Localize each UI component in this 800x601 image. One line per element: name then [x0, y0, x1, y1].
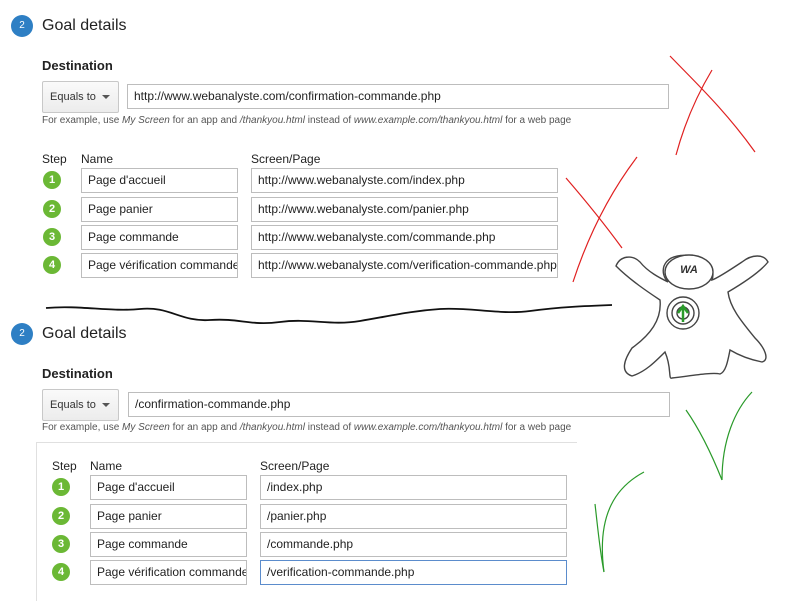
step-number-badge: 3 — [52, 535, 70, 553]
step-number-badge: 4 — [43, 256, 61, 274]
step-name-input[interactable]: Page vérification commande — [81, 253, 238, 278]
step-number-badge: 2 — [43, 200, 61, 218]
step-screen-input[interactable]: http://www.webanalyste.com/verification-… — [251, 253, 558, 278]
mascot-label: WA — [680, 264, 698, 276]
green-check-icon — [685, 391, 753, 481]
step-name-input[interactable]: Page panier — [90, 504, 247, 529]
step-name-input[interactable]: Page panier — [81, 197, 238, 222]
match-type-select[interactable]: Equals to — [42, 81, 119, 113]
step-screen-input[interactable]: http://www.webanalyste.com/index.php — [251, 168, 558, 193]
step-number-badge: 2 — [52, 507, 70, 525]
red-cross-icon — [565, 156, 638, 283]
green-check-icon — [594, 471, 645, 573]
step-screen-input[interactable]: /index.php — [260, 475, 567, 500]
step-number-badge: 4 — [52, 563, 70, 581]
destination-input[interactable]: http://www.webanalyste.com/confirmation-… — [127, 84, 669, 109]
column-screen-header: Screen/Page — [260, 459, 330, 473]
destination-hint: For example, use My Screen for an app an… — [42, 115, 572, 126]
destination-hint: For example, use My Screen for an app an… — [42, 422, 572, 433]
column-screen-header: Screen/Page — [251, 152, 321, 166]
step-name-input[interactable]: Page vérification commande — [90, 560, 247, 585]
caret-down-icon — [102, 403, 110, 407]
wa-mascot-icon — [615, 254, 769, 379]
torn-divider-line — [45, 304, 613, 325]
step-screen-input[interactable]: http://www.webanalyste.com/commande.php — [251, 225, 558, 250]
destination-input[interactable]: /confirmation-commande.php — [128, 392, 670, 417]
section-number-badge: 2 — [11, 15, 33, 37]
step-number-badge: 1 — [43, 171, 61, 189]
column-step-header: Step — [52, 459, 77, 473]
match-type-value: Equals to — [50, 91, 96, 103]
match-type-select[interactable]: Equals to — [42, 389, 119, 421]
destination-label: Destination — [42, 58, 113, 73]
section-number-badge: 2 — [11, 323, 33, 345]
column-step-header: Step — [42, 152, 67, 166]
goal-details-title: Goal details — [42, 17, 127, 34]
match-type-value: Equals to — [50, 399, 96, 411]
step-name-input[interactable]: Page d'accueil — [90, 475, 247, 500]
step-name-input[interactable]: Page d'accueil — [81, 168, 238, 193]
destination-label: Destination — [42, 366, 113, 381]
step-number-badge: 1 — [52, 478, 70, 496]
step-name-input[interactable]: Page commande — [90, 532, 247, 557]
caret-down-icon — [102, 95, 110, 99]
step-screen-input[interactable]: http://www.webanalyste.com/panier.php — [251, 197, 558, 222]
step-screen-input[interactable]: /panier.php — [260, 504, 567, 529]
step-name-input[interactable]: Page commande — [81, 225, 238, 250]
step-screen-input[interactable]: /verification-commande.php — [260, 560, 567, 585]
column-name-header: Name — [90, 459, 123, 473]
step-number-badge: 3 — [43, 228, 61, 246]
goal-details-title: Goal details — [42, 325, 127, 342]
steps-panel — [36, 442, 577, 601]
column-name-header: Name — [81, 152, 114, 166]
step-screen-input[interactable]: /commande.php — [260, 532, 567, 557]
red-cross-icon — [669, 55, 756, 156]
